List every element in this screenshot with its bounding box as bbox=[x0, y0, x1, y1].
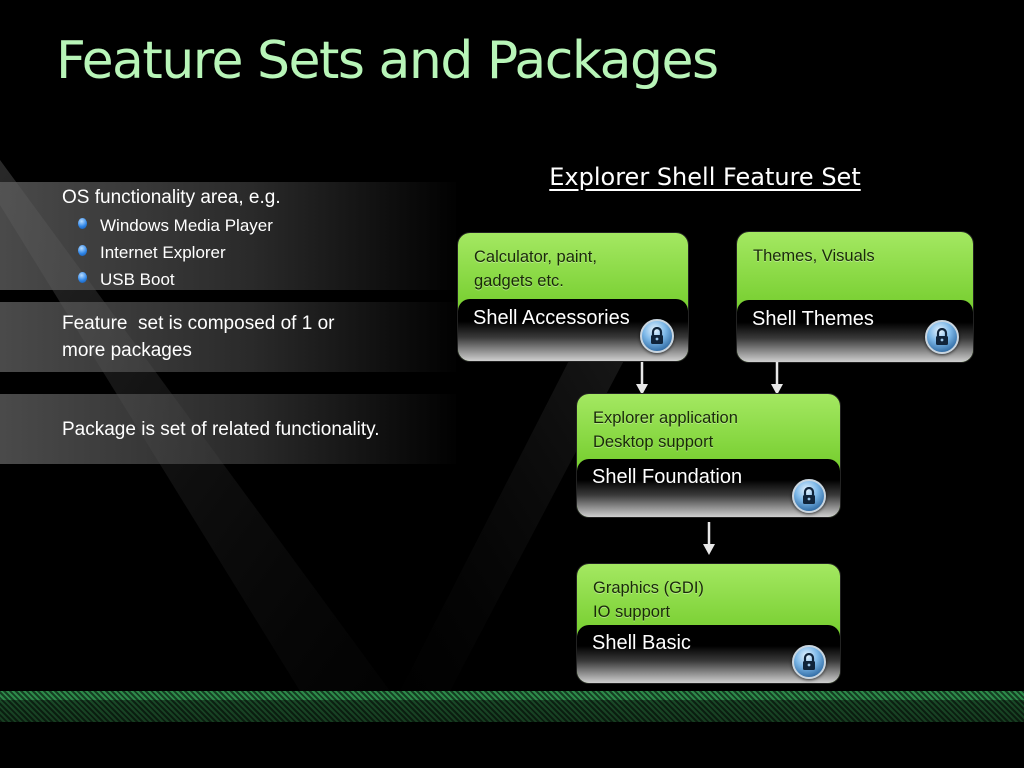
arrow-down-icon bbox=[636, 362, 648, 395]
package-description: Explorer application Desktop support bbox=[593, 409, 738, 451]
bullet-dot-icon bbox=[78, 272, 87, 283]
bullet-band-1 bbox=[0, 182, 456, 290]
page-title: Feature Sets and Packages bbox=[56, 31, 719, 91]
package-shell-foundation: Explorer application Desktop support She… bbox=[577, 394, 840, 517]
package-description: Themes, Visuals bbox=[753, 247, 875, 265]
sub-bullet-list: Windows Media Player Internet Explorer U… bbox=[76, 212, 273, 293]
package-description: Calculator, paint, gadgets etc. bbox=[474, 248, 597, 290]
lock-icon bbox=[925, 320, 959, 354]
arrow-down-icon bbox=[703, 522, 715, 555]
bullet-band-2 bbox=[0, 302, 456, 372]
list-item: USB Boot bbox=[76, 266, 273, 293]
bullet-feature-set: Feature set is composed of 1 or more pac… bbox=[62, 313, 335, 361]
list-item: Windows Media Player bbox=[76, 212, 273, 239]
bullet-dot-icon bbox=[78, 218, 87, 229]
package-name: Shell Basic bbox=[592, 632, 691, 654]
lock-icon bbox=[640, 319, 674, 353]
package-name: Shell Themes bbox=[752, 308, 874, 330]
diagram-title: Explorer Shell Feature Set bbox=[549, 163, 861, 191]
bullet-band-3 bbox=[0, 394, 456, 464]
package-name-bar: Shell Themes bbox=[737, 300, 973, 362]
package-name: Shell Accessories bbox=[473, 307, 630, 329]
bullet-dot-icon bbox=[78, 245, 87, 256]
list-item: Internet Explorer bbox=[76, 239, 273, 266]
package-description: Graphics (GDI) IO support bbox=[593, 579, 704, 621]
bullet-os-functionality: OS functionality area, e.g. bbox=[62, 187, 281, 208]
package-name-bar: Shell Basic bbox=[577, 625, 840, 683]
bullet-package: Package is set of related functionality. bbox=[62, 419, 380, 440]
package-name-bar: Shell Foundation bbox=[577, 459, 840, 517]
package-shell-themes: Themes, Visuals Shell Themes bbox=[737, 232, 973, 362]
arrow-down-icon bbox=[771, 362, 783, 395]
lock-icon bbox=[792, 479, 826, 513]
package-shell-basic: Graphics (GDI) IO support Shell Basic bbox=[577, 564, 840, 683]
package-name-bar: Shell Accessories bbox=[458, 299, 688, 361]
package-name: Shell Foundation bbox=[592, 466, 743, 488]
package-shell-accessories: Calculator, paint, gadgets etc. Shell Ac… bbox=[458, 233, 688, 361]
lock-icon bbox=[792, 645, 826, 679]
footer-stripe bbox=[0, 691, 1024, 722]
